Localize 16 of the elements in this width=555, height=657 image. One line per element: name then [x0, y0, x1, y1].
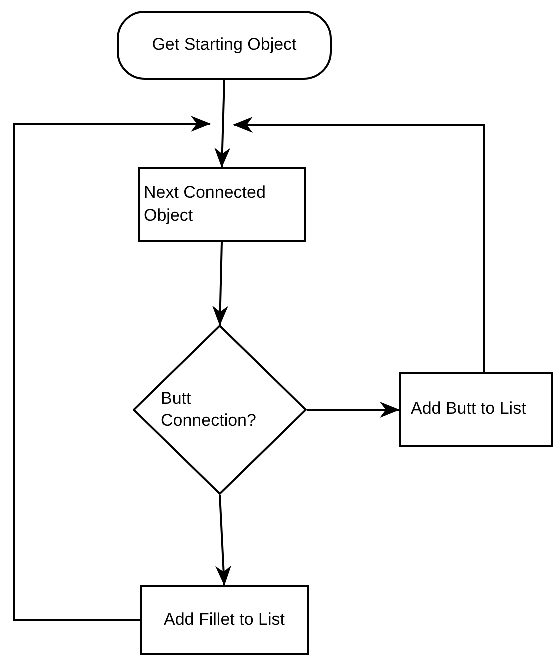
arrow	[13, 116, 211, 621]
node-label: Butt Connection?	[161, 388, 258, 432]
start-terminal	[117, 11, 332, 80]
process-box	[140, 585, 309, 655]
process-box	[399, 372, 553, 447]
arrow	[307, 402, 400, 418]
arrow	[233, 117, 485, 372]
decision-diamond	[133, 325, 307, 495]
arrow	[214, 80, 231, 168]
node-label: Next Connected Object	[144, 182, 267, 226]
node-label: Get Starting Object	[152, 34, 297, 56]
node-label: Add Fillet to List	[164, 608, 285, 631]
arrow	[212, 242, 228, 326]
process-box	[138, 167, 306, 242]
arrow	[216, 494, 232, 586]
node-label: Add Butt to List	[411, 398, 526, 420]
